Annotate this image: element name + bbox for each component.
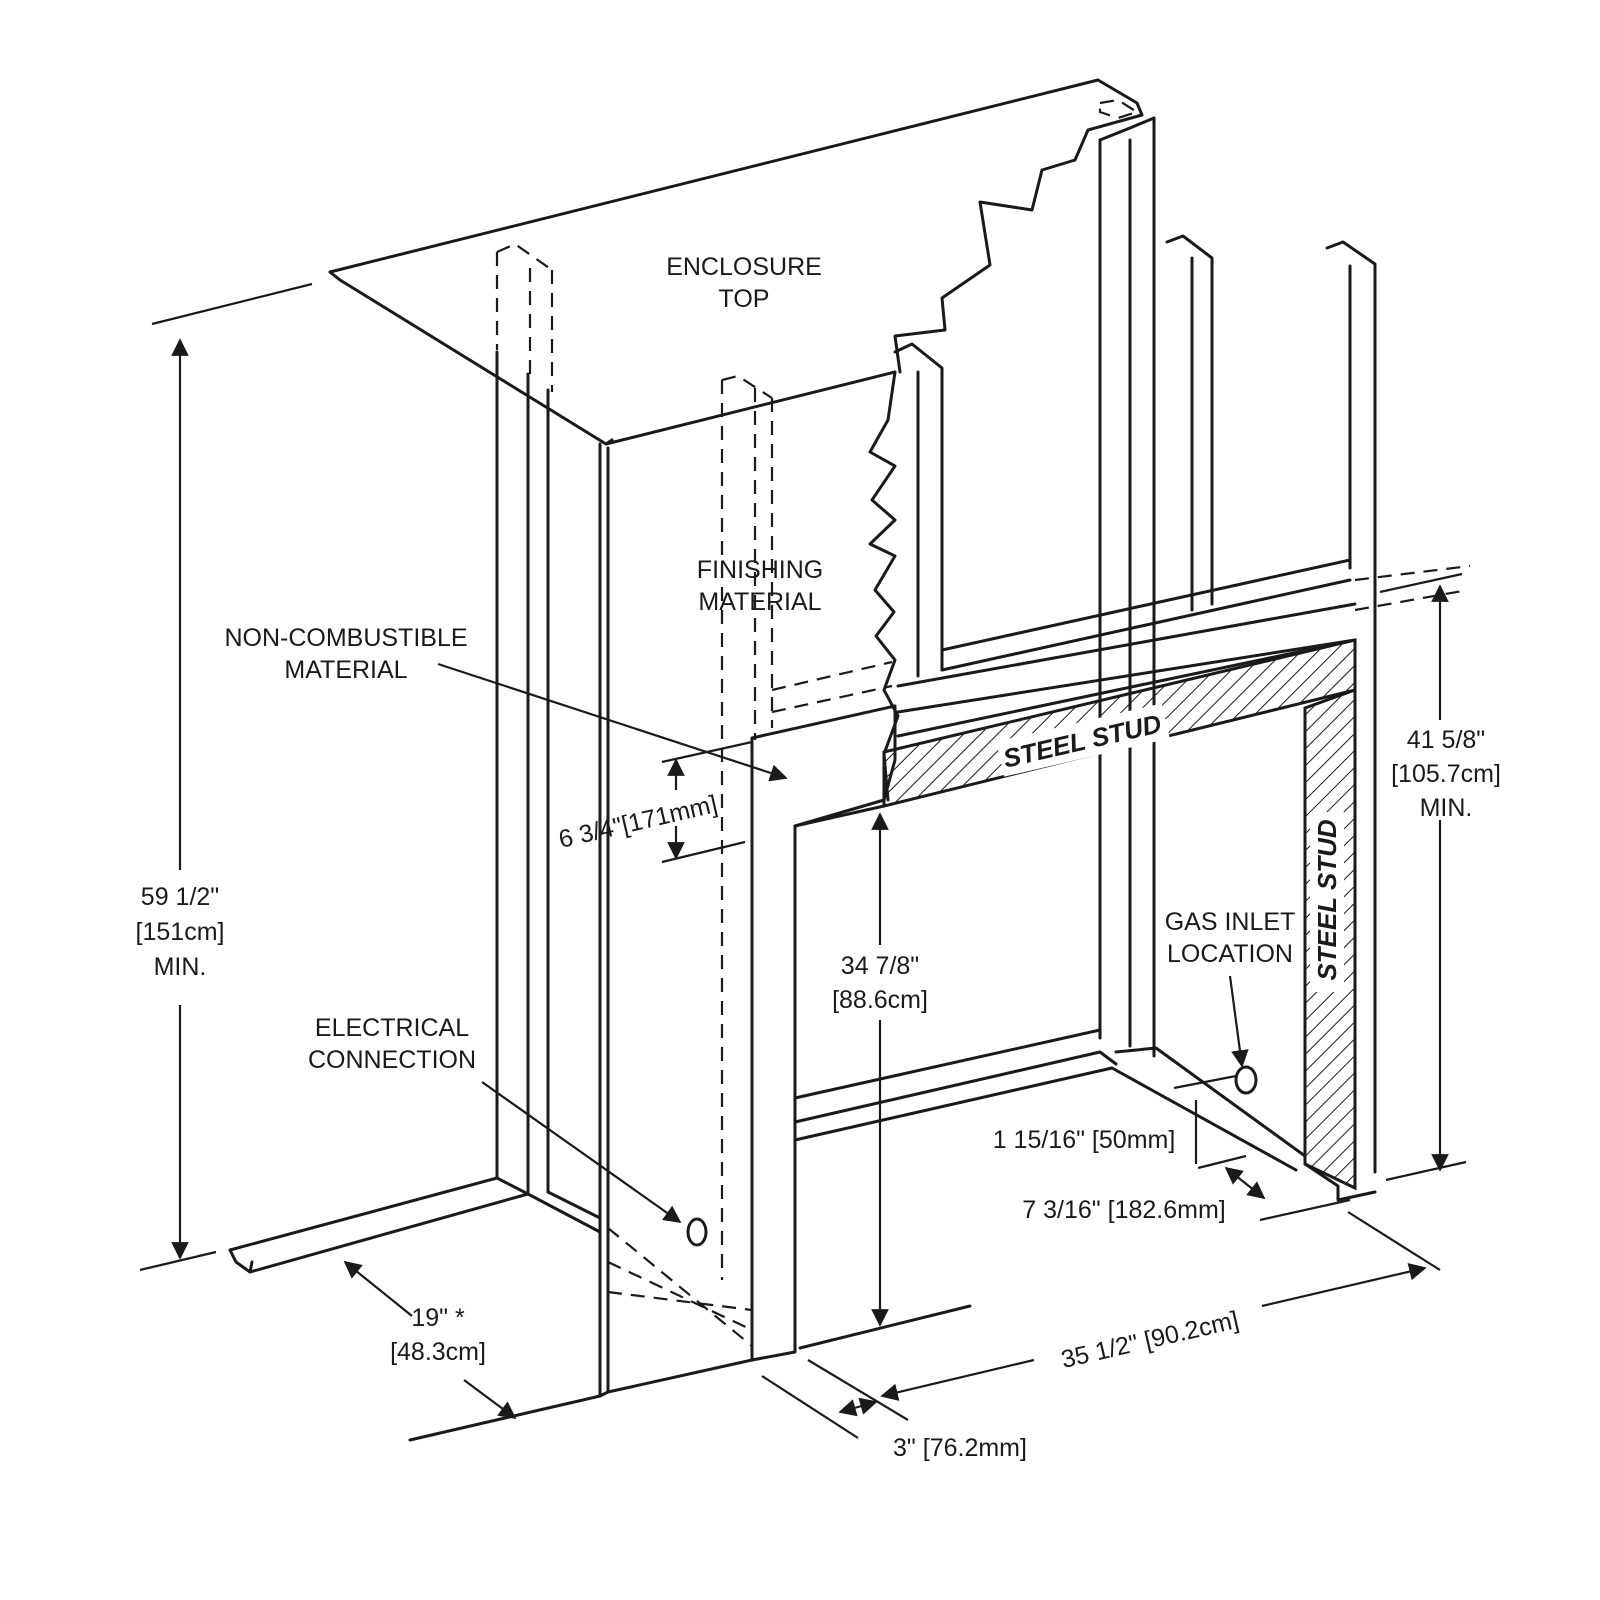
gas-inlet-marker [1234, 1065, 1258, 1095]
left-side-wall [228, 242, 610, 1398]
enclosure-top-label: ENCLOSURE [666, 253, 822, 281]
finishing-material-label: FINISHING [697, 556, 823, 584]
opening-width-dim: 35 1/2" [90.2cm] [1059, 1306, 1242, 1374]
steel-stud-vertical [1303, 687, 1377, 1202]
non-combustible-label: NON-COMBUSTIBLE [224, 624, 467, 652]
annotation-labels: ENCLOSURE TOP FINISHING MATERIAL NON-COM… [136, 253, 1501, 1462]
gas-inlet-label: GAS INLET [1165, 908, 1296, 936]
depth-dim: 19" * [411, 1304, 465, 1332]
non-combustible-surround [750, 704, 897, 1362]
floor-lines [408, 1304, 972, 1442]
non-combustible-label-line2: MATERIAL [284, 656, 407, 684]
firebox-opening [793, 804, 1307, 1172]
height-header-dim: 41 5/8" [1407, 726, 1485, 754]
height-overall-dim-cm: [151cm] [136, 918, 225, 946]
depth-dim-cm: [48.3cm] [390, 1338, 486, 1366]
height-overall-dim: 59 1/2" [141, 883, 219, 911]
electrical-connection-marker [686, 1217, 708, 1247]
finishing-material-column [607, 374, 893, 1347]
electrical-connection-label-line2: CONNECTION [308, 1046, 476, 1074]
opening-height-dim: 34 7/8" [841, 952, 919, 980]
height-header-dim-cm: [105.7cm] [1391, 760, 1501, 788]
height-overall-dim-min: MIN. [154, 953, 207, 981]
steel-stud-vertical-label: STEEL STUD [1312, 819, 1342, 981]
gas-inlet-label-line2: LOCATION [1167, 940, 1293, 968]
gas-offset-small-dim: 1 15/16" [50mm] [993, 1126, 1176, 1154]
electrical-connection-label: ELECTRICAL [315, 1014, 469, 1042]
height-header-dim-min: MIN. [1420, 794, 1473, 822]
surround-width-dim: 6 3/4"[171mm] [556, 790, 720, 854]
gas-offset-large-dim: 7 3/16" [182.6mm] [1022, 1196, 1225, 1224]
side-strip-dim: 3" [76.2mm] [893, 1434, 1027, 1462]
back-wall-studs [868, 116, 1471, 1174]
enclosure-top-slab [328, 78, 1144, 446]
enclosure-top-label-line2: TOP [719, 285, 770, 313]
dimension-lines [139, 282, 1467, 1439]
opening-height-dim-cm: [88.6cm] [832, 986, 928, 1014]
finishing-material-label-line2: MATERIAL [698, 588, 821, 616]
